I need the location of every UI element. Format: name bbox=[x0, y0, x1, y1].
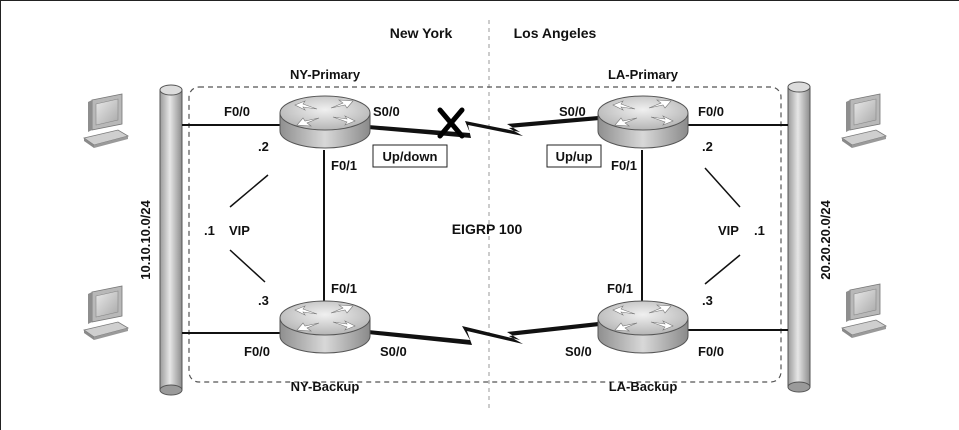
pc-icon[interactable] bbox=[83, 285, 129, 341]
status-box-ny bbox=[372, 144, 448, 168]
router-la-primary-label: LA-Primary bbox=[608, 67, 679, 82]
iface-ny-primary-lan: F0/0 bbox=[224, 104, 250, 119]
region-title-right: Los Angeles bbox=[514, 25, 597, 41]
iface-la-primary-cross: F0/1 bbox=[611, 158, 637, 173]
router-ny-primary-icon[interactable] bbox=[279, 95, 371, 149]
hsrp-right-vip-label: VIP bbox=[718, 223, 739, 238]
wan-link-backup bbox=[368, 322, 600, 345]
status-la-link: Up/up bbox=[556, 149, 593, 164]
iface-la-backup-lan: F0/0 bbox=[698, 344, 724, 359]
hsrp-lines-right bbox=[704, 167, 741, 285]
router-ny-primary-label: NY-Primary bbox=[290, 67, 361, 82]
network-right-label: 20.20.20.0/24 bbox=[818, 199, 833, 279]
router-la-backup-icon[interactable] bbox=[597, 300, 689, 354]
iface-ny-backup-wan: S0/0 bbox=[380, 344, 407, 359]
hsrp-left-backup-ip: .3 bbox=[258, 293, 269, 308]
eigrp-zone-boundary bbox=[188, 86, 782, 383]
hsrp-left-vip-label: VIP bbox=[229, 223, 250, 238]
iface-ny-primary-cross: F0/1 bbox=[331, 158, 357, 173]
network-left-label: 10.10.10.0/24 bbox=[138, 199, 153, 279]
region-title-left: New York bbox=[390, 25, 453, 41]
iface-ny-backup-cross: F0/1 bbox=[331, 281, 357, 296]
hsrp-right-vip-ip: .1 bbox=[754, 223, 765, 238]
iface-ny-primary-wan: S0/0 bbox=[373, 104, 400, 119]
hsrp-right-primary-ip: .2 bbox=[702, 139, 713, 154]
lan-segment-left bbox=[159, 84, 183, 396]
iface-la-backup-cross: F0/1 bbox=[607, 281, 633, 296]
router-la-primary-icon[interactable] bbox=[597, 95, 689, 149]
iface-ny-backup-lan: F0/0 bbox=[244, 344, 270, 359]
routing-protocol-label: EIGRP 100 bbox=[452, 221, 523, 237]
status-box-la bbox=[546, 144, 602, 168]
iface-la-primary-wan: S0/0 bbox=[559, 104, 586, 119]
pc-icon[interactable] bbox=[841, 93, 887, 149]
link-failure-x-icon bbox=[437, 107, 465, 139]
wan-link-primary bbox=[368, 116, 600, 138]
hsrp-right-backup-ip: .3 bbox=[702, 293, 713, 308]
status-ny-link: Up/down bbox=[383, 149, 438, 164]
hsrp-left-vip-ip: .1 bbox=[204, 223, 215, 238]
lan-segment-right bbox=[787, 81, 811, 393]
router-la-backup-label: LA-Backup bbox=[609, 379, 678, 394]
iface-la-backup-wan: S0/0 bbox=[565, 344, 592, 359]
router-ny-backup-icon[interactable] bbox=[279, 300, 371, 354]
pc-icon[interactable] bbox=[841, 283, 887, 339]
hsrp-left-primary-ip: .2 bbox=[258, 139, 269, 154]
router-ny-backup-label: NY-Backup bbox=[291, 379, 360, 394]
hsrp-lines-left bbox=[229, 174, 269, 283]
pc-icon[interactable] bbox=[83, 93, 129, 149]
iface-la-primary-lan: F0/0 bbox=[698, 104, 724, 119]
